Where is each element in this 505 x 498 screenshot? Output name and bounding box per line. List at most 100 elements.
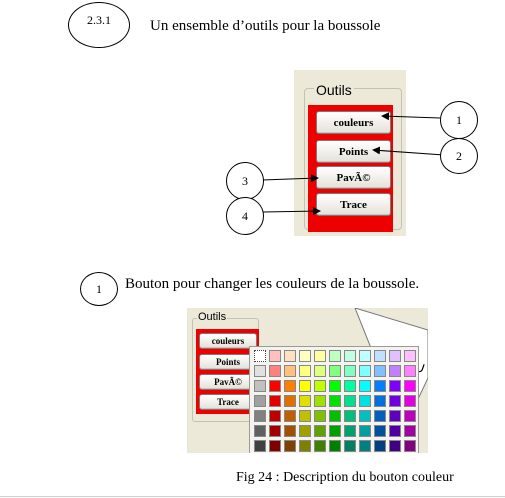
color-swatch[interactable] <box>299 380 311 392</box>
description-number: 1 <box>96 281 102 296</box>
color-swatch[interactable] <box>329 380 341 392</box>
color-swatch[interactable] <box>254 440 266 452</box>
color-swatch[interactable] <box>344 380 356 392</box>
color-swatch[interactable] <box>404 440 416 452</box>
color-swatch[interactable] <box>254 425 266 437</box>
description-text: Bouton pour changer les couleurs de la b… <box>125 276 420 292</box>
color-swatch[interactable] <box>359 365 371 377</box>
callout-circle-4: 4 <box>226 197 264 235</box>
callout-arrow-3 <box>261 174 319 183</box>
color-swatch[interactable] <box>299 395 311 407</box>
color-swatch[interactable] <box>359 380 371 392</box>
color-swatch[interactable] <box>389 365 401 377</box>
color-swatch[interactable] <box>269 425 281 437</box>
color-swatch[interactable] <box>344 410 356 422</box>
description-number-circle: 1 <box>80 272 118 306</box>
section-title: Un ensemble d’outils pour la boussole <box>150 18 381 34</box>
color-swatch[interactable] <box>389 410 401 422</box>
color-swatch[interactable] <box>344 440 356 452</box>
trace-button[interactable]: Trace <box>316 193 391 216</box>
color-swatch[interactable] <box>359 425 371 437</box>
color-swatch[interactable] <box>374 395 386 407</box>
callout-circle-2: 2 <box>440 138 478 174</box>
couleurs-button-small[interactable]: couleurs <box>199 333 257 349</box>
color-swatch[interactable] <box>269 395 281 407</box>
color-swatch[interactable] <box>284 440 296 452</box>
color-swatch[interactable] <box>314 365 326 377</box>
color-swatch[interactable] <box>344 425 356 437</box>
color-swatch[interactable] <box>254 380 266 392</box>
color-swatch[interactable] <box>254 350 266 362</box>
color-swatch[interactable] <box>299 365 311 377</box>
color-swatch[interactable] <box>404 350 416 362</box>
color-swatch[interactable] <box>374 365 386 377</box>
outils-legend-small: Outils <box>197 311 228 323</box>
color-swatch[interactable] <box>299 350 311 362</box>
color-swatch[interactable] <box>404 410 416 422</box>
color-swatch[interactable] <box>329 410 341 422</box>
color-swatch[interactable] <box>329 365 341 377</box>
color-swatch[interactable] <box>269 410 281 422</box>
figure-caption: Fig 24 : Description du bouton couleur <box>236 470 454 485</box>
color-swatch[interactable] <box>284 365 296 377</box>
color-swatch[interactable] <box>329 350 341 362</box>
color-swatch[interactable] <box>389 440 401 452</box>
callout-arrow-2 <box>372 146 445 156</box>
color-swatch[interactable] <box>314 440 326 452</box>
color-swatch[interactable] <box>389 425 401 437</box>
color-swatch[interactable] <box>254 395 266 407</box>
color-swatch[interactable] <box>359 395 371 407</box>
couleurs-button[interactable]: couleurs <box>316 111 391 134</box>
color-swatch[interactable] <box>314 395 326 407</box>
points-button-small[interactable]: Points <box>199 354 257 370</box>
color-swatch[interactable] <box>284 410 296 422</box>
color-swatch[interactable] <box>314 410 326 422</box>
color-swatch[interactable] <box>269 350 281 362</box>
color-swatch[interactable] <box>314 350 326 362</box>
color-swatch[interactable] <box>374 410 386 422</box>
color-swatch[interactable] <box>404 380 416 392</box>
color-swatch[interactable] <box>254 365 266 377</box>
color-swatch[interactable] <box>314 380 326 392</box>
color-swatch[interactable] <box>344 395 356 407</box>
section-number: 2.3.1 <box>87 13 111 27</box>
color-swatch[interactable] <box>269 380 281 392</box>
color-swatch[interactable] <box>269 440 281 452</box>
callout-arrow-1 <box>381 112 441 121</box>
color-swatch[interactable] <box>329 395 341 407</box>
color-swatch[interactable] <box>374 350 386 362</box>
color-swatch[interactable] <box>359 410 371 422</box>
color-swatch[interactable] <box>299 440 311 452</box>
color-swatch[interactable] <box>389 350 401 362</box>
color-swatch[interactable] <box>389 380 401 392</box>
color-swatch[interactable] <box>359 350 371 362</box>
color-swatch[interactable] <box>374 380 386 392</box>
callout-circle-1: 1 <box>440 101 478 139</box>
color-swatch[interactable] <box>389 395 401 407</box>
color-swatch[interactable] <box>329 425 341 437</box>
color-swatch[interactable] <box>299 410 311 422</box>
color-swatch[interactable] <box>359 440 371 452</box>
color-swatch[interactable] <box>404 365 416 377</box>
color-swatch[interactable] <box>284 350 296 362</box>
color-swatch[interactable] <box>299 425 311 437</box>
points-button[interactable]: Points <box>316 140 391 163</box>
color-swatch[interactable] <box>374 440 386 452</box>
color-swatch[interactable] <box>314 425 326 437</box>
color-swatch[interactable] <box>404 425 416 437</box>
color-swatch[interactable] <box>284 425 296 437</box>
color-swatch[interactable] <box>284 380 296 392</box>
color-swatch[interactable] <box>404 395 416 407</box>
trace-button-small[interactable]: Trace <box>199 394 257 410</box>
callout-circle-3: 3 <box>226 162 264 200</box>
color-swatch[interactable] <box>344 365 356 377</box>
color-swatch[interactable] <box>344 350 356 362</box>
color-swatch[interactable] <box>329 440 341 452</box>
color-palette[interactable] <box>249 346 419 453</box>
callout-number-2: 2 <box>456 148 462 163</box>
color-swatch[interactable] <box>269 365 281 377</box>
color-swatch[interactable] <box>284 395 296 407</box>
color-swatch[interactable] <box>374 425 386 437</box>
color-swatch[interactable] <box>254 410 266 422</box>
